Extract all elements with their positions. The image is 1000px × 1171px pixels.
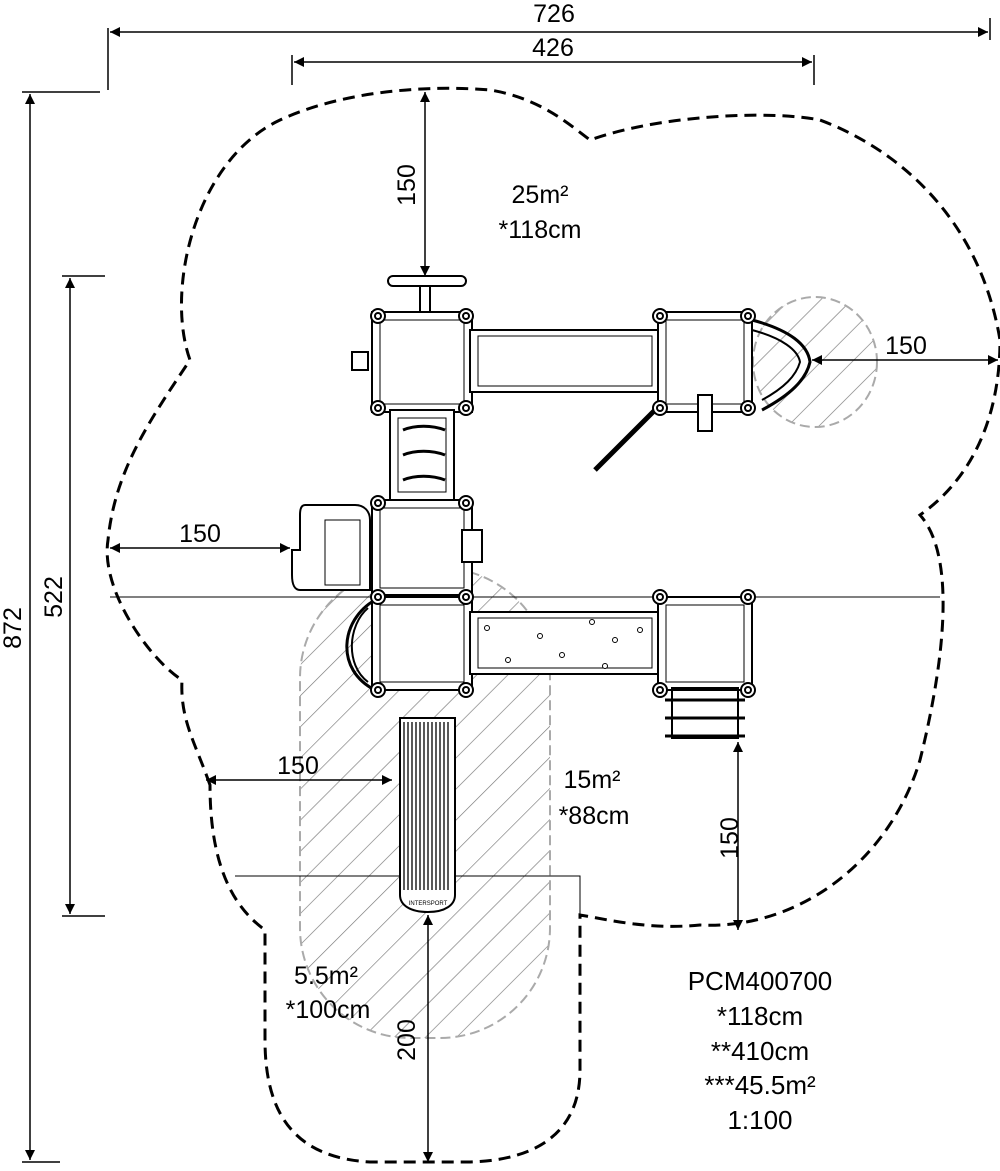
play-structure [291,275,812,914]
dim-slide-side-clearance: 150 [277,752,319,780]
info-line-1: *118cm [717,1001,803,1031]
post-core [744,686,752,694]
post-core [462,686,470,694]
steering-wheel-panel [387,275,467,287]
zone1-height-label: *118cm [499,216,582,244]
dim-slide-exit-clearance: 200 [393,1019,421,1061]
dim-top-clearance: 150 [393,164,421,206]
bridge-1 [469,329,661,393]
slide-zone-reference-line [235,875,581,915]
zone1-area-label: 25m² [512,181,569,209]
post-core [374,593,382,601]
tower-5 [657,596,753,691]
scale-label: 1:100 [727,1105,792,1135]
post-core [462,593,470,601]
tunnel-hole [612,637,618,643]
dim-overall-height: 872 [0,607,27,649]
dim-left-clearance: 150 [179,520,221,548]
post-core [374,499,382,507]
tunnel-hole [589,619,595,625]
model-code: PCM400700 [688,966,833,996]
tunnel-hole [602,663,608,669]
dim-structure-height: 522 [40,576,68,618]
post-core [744,312,752,320]
info-line-3: ***45.5m² [704,1070,816,1100]
dim-overall-width: 726 [533,0,575,28]
info-line-2: **410cm [711,1036,809,1066]
tunnel-holes [484,619,643,669]
tower-1 [371,311,473,413]
post-core [462,312,470,320]
ladder-tower-5 [671,687,739,739]
dim-ladder-clearance: 150 [716,817,744,859]
tunnel-hole [537,633,543,639]
post-core [462,404,470,412]
boat-panel [291,504,371,591]
post-core [744,404,752,412]
zone2-area-label: 15m² [564,766,621,794]
dim-structure-width: 426 [532,34,574,62]
posts [370,308,756,698]
tunnel-hole [484,625,490,631]
tower-3 [371,499,473,596]
post-core [374,312,382,320]
safety-zone-outline [105,86,1000,1164]
tunnel-bridge [469,611,661,675]
slide-ribs [403,722,449,890]
zone3-area-label: 5.5m² [294,962,358,990]
post-core [656,593,664,601]
dim-right-clearance: 150 [885,332,927,360]
swing-slide-impact-zone [752,296,878,428]
dimension-lines [22,18,998,1163]
post-core [656,312,664,320]
tower-4 [371,596,473,691]
post-core [744,593,752,601]
tunnel-hole [559,652,565,658]
tunnel-hole [637,627,643,633]
post-core [656,404,664,412]
zone2-height-label: *88cm [559,802,630,830]
zone3-height-label: *100cm [286,996,371,1024]
slide-brand-label: INTERSPORT [409,901,448,907]
post-core [462,499,470,507]
post-core [656,686,664,694]
post-core [374,686,382,694]
tunnel-hole [505,657,511,663]
post-core [374,404,382,412]
